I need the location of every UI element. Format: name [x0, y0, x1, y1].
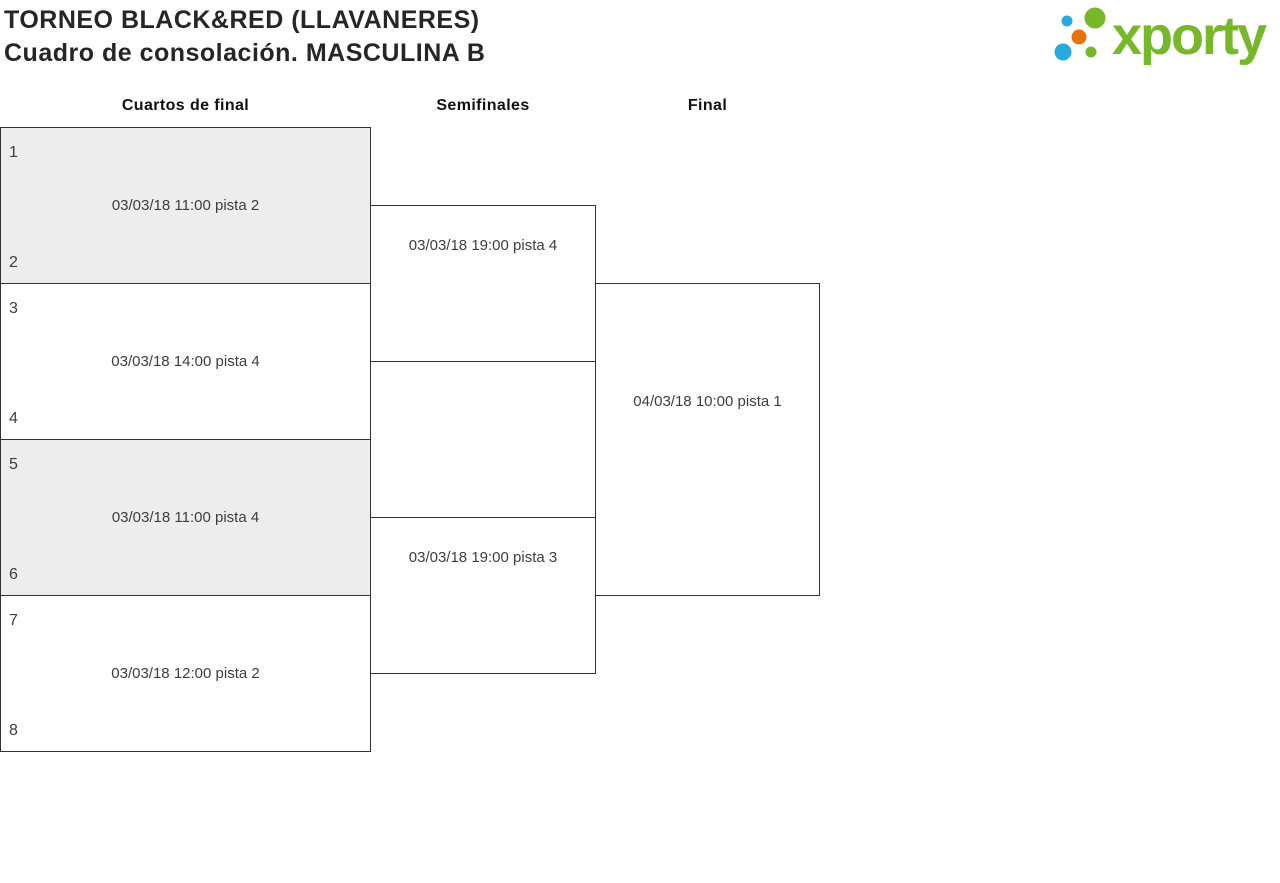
seed-number: 4 — [9, 410, 18, 427]
xporty-logo-text: xporty — [1112, 6, 1267, 66]
logo-dot-blue-small — [1061, 15, 1073, 27]
match-box-final: 04/03/18 10:00 pista 1 — [595, 283, 820, 596]
match-schedule: 04/03/18 10:00 pista 1 — [633, 393, 782, 410]
logo-dot-green-small — [1085, 46, 1097, 58]
seed-number: 3 — [9, 300, 18, 317]
round-header-quarterfinals: Cuartos de final — [121, 97, 250, 114]
logo-dot-blue-large — [1054, 43, 1072, 61]
match-box-semifinal-1: 03/03/18 19:00 pista 4 — [370, 205, 596, 362]
match-schedule: 03/03/18 14:00 pista 4 — [111, 353, 260, 370]
match-schedule: 03/03/18 11:00 pista 2 — [111, 197, 260, 214]
match-box-quarterfinal-3: 5 03/03/18 11:00 pista 4 6 — [0, 439, 371, 596]
match-box-quarterfinal-4: 7 03/03/18 12:00 pista 2 8 — [0, 595, 371, 752]
seed-number: 8 — [9, 722, 18, 739]
match-schedule: 03/03/18 19:00 pista 4 — [408, 237, 558, 254]
match-schedule: 03/03/18 11:00 pista 4 — [111, 509, 260, 526]
match-box-quarterfinal-1: 1 03/03/18 11:00 pista 2 2 — [0, 127, 371, 284]
seed-number: 1 — [9, 144, 18, 161]
seed-number: 2 — [9, 254, 18, 271]
seed-number: 6 — [9, 566, 18, 583]
match-schedule: 03/03/18 19:00 pista 3 — [408, 549, 558, 566]
logo-dot-orange — [1071, 29, 1087, 45]
xporty-logo-mark — [1054, 7, 1106, 61]
draw-subtitle: Cuadro de consolación. MASCULINA B — [4, 39, 486, 67]
logo-dot-green-large — [1084, 7, 1106, 29]
match-schedule: 03/03/18 12:00 pista 2 — [111, 665, 260, 682]
match-box-quarterfinal-2: 3 03/03/18 14:00 pista 4 4 — [0, 283, 371, 440]
seed-number: 5 — [9, 456, 18, 473]
round-header-semifinals: Semifinales — [436, 97, 530, 114]
round-header-final: Final — [687, 97, 728, 114]
seed-number: 7 — [9, 612, 18, 629]
match-box-semifinal-2: 03/03/18 19:00 pista 3 — [370, 517, 596, 674]
page-title: TORNEO BLACK&RED (LLAVANERES) Cuadro de … — [4, 4, 485, 70]
tournament-name: TORNEO BLACK&RED (LLAVANERES) — [4, 6, 480, 34]
